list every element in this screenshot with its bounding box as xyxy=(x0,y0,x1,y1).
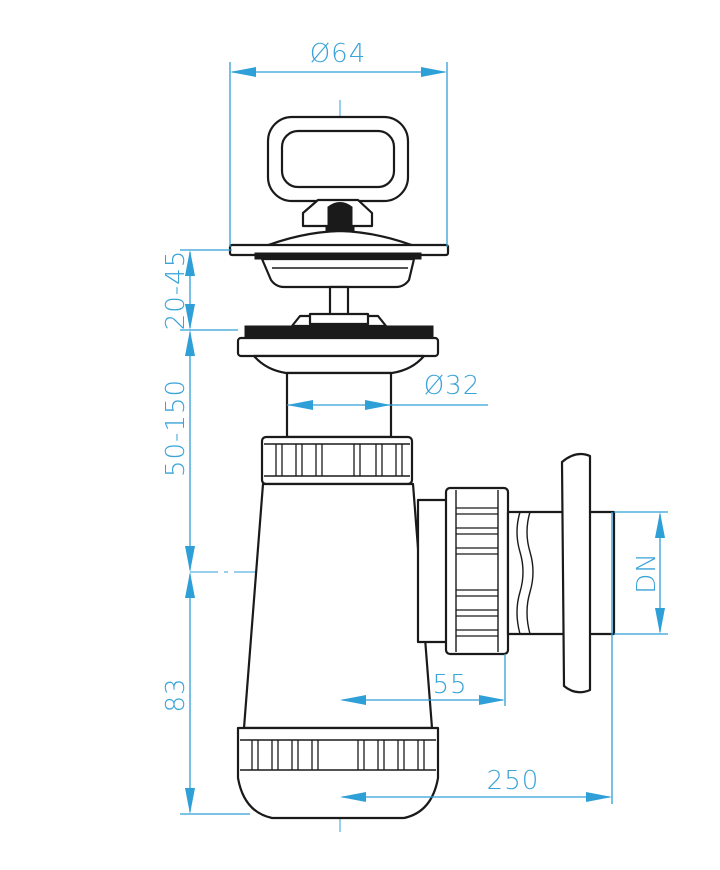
plug-assembly xyxy=(228,115,450,317)
dim-plug-range-label: 20-45 xyxy=(161,250,191,331)
side-outlet xyxy=(416,452,616,694)
outlet-pipe xyxy=(506,510,616,636)
dim-wall-distance-label: 250 xyxy=(487,766,540,796)
outlet-spigot xyxy=(416,498,450,644)
trap-bottom-cap xyxy=(236,726,440,820)
trap-body xyxy=(242,482,434,730)
pipe-break-line-right xyxy=(526,511,534,635)
bottom-cap-body xyxy=(236,726,440,820)
bottom-cap-ribs xyxy=(251,740,425,770)
flange-ring xyxy=(236,336,440,358)
dim-trap-height: 83 xyxy=(161,572,250,815)
plug-handle-stem xyxy=(327,202,353,227)
dim-wall-distance: 250 xyxy=(340,512,613,804)
dim-outlet-size-label: DN xyxy=(632,552,662,593)
flange-grip xyxy=(308,312,370,326)
dim-outlet-size: DN xyxy=(614,511,668,635)
wall-rosette xyxy=(560,452,592,694)
dim-outlet-reach-label: 55 xyxy=(432,670,467,700)
plug-rod xyxy=(328,285,350,317)
dim-plug-range: 20-45 xyxy=(161,249,238,331)
dimensions: Ø64 20-45 50-150 83 xyxy=(161,39,668,815)
waste-flange-assembly xyxy=(236,312,440,439)
dim-tail-diameter-label: Ø32 xyxy=(424,371,481,401)
dim-trap-height-label: 83 xyxy=(161,677,191,712)
dim-outlet-reach: 55 xyxy=(340,654,506,706)
dim-drop-range-label: 50-150 xyxy=(161,379,191,477)
pipe-break-line-left xyxy=(516,511,524,635)
flange-skirt xyxy=(252,354,426,375)
plug-handle-inner xyxy=(280,129,396,189)
plug-body xyxy=(260,257,416,289)
top-nut-ribs xyxy=(275,444,403,476)
dim-tail-diameter: Ø32 xyxy=(287,371,488,410)
dim-top-diameter-label: Ø64 xyxy=(310,39,367,69)
dim-top-diameter: Ø64 xyxy=(229,39,448,247)
trap-top-nut xyxy=(260,435,414,486)
outlet-nut-ribs xyxy=(456,507,498,637)
trap-bottle xyxy=(242,482,434,730)
dim-drop-range: 50-150 xyxy=(161,330,195,572)
flange-gasket xyxy=(244,325,434,339)
